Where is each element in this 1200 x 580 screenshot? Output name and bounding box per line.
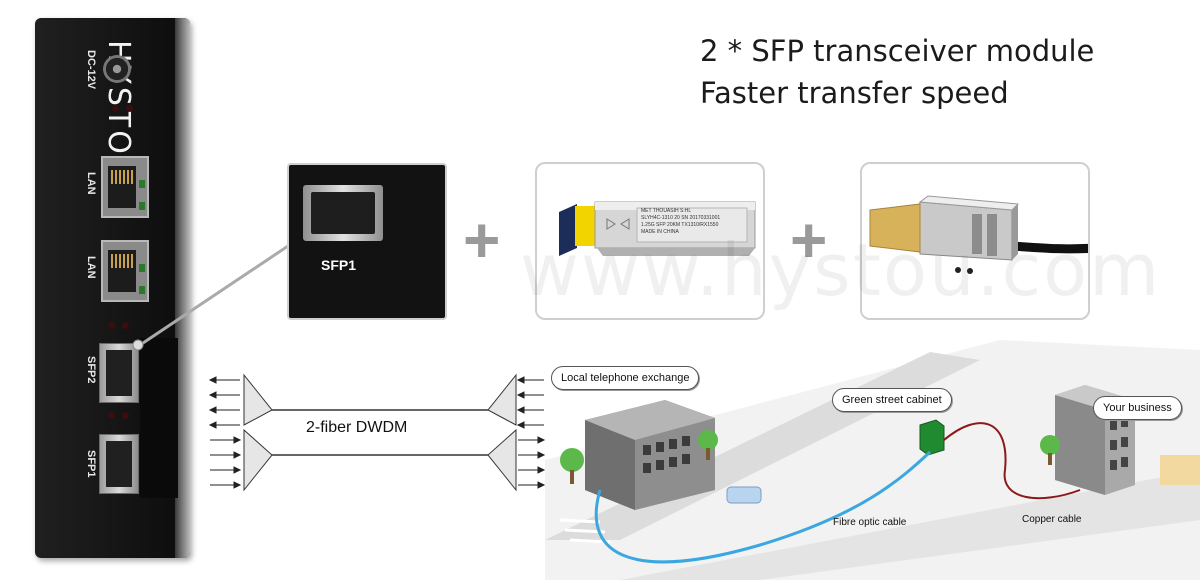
transceiver-label-line: SLYH4C-1310 20 SN 20170331001 [641,215,721,221]
fibre-cable-label: Fibre optic cable [833,517,907,528]
sfp2-port[interactable] [99,343,139,403]
dc-power-jack[interactable] [103,55,131,83]
device-side-edge [175,18,190,558]
sfp1-port[interactable] [99,434,139,494]
sfp-transceiver-card: MET THOUASIH S:HL SLYH4C-1310 20 SN 2017… [535,162,765,320]
transceiver-label: MET THOUASIH S:HL SLYH4C-1310 20 SN 2017… [641,208,751,236]
sfp-transceiver-image [559,201,756,256]
bubble-exchange: Local telephone exchange [551,366,700,390]
dac-cable-image [869,195,1088,274]
plus-sign-2: + [790,204,828,276]
watermark: www.hystou.com [520,228,1162,312]
zoom-port-label: SFP1 [321,257,357,273]
device-side-panel [140,338,178,498]
sfp-led [108,322,115,329]
plus-sign-1: + [463,204,501,276]
dac-cable-card [860,162,1090,320]
transceiver-label-line: 1.25G SFP 20KM TX1310/RX1550 [641,222,719,228]
sfp1-zoom-view: SFP1 [287,163,447,320]
transceiver-label-line: MET THOUASIH S:HL [641,208,692,214]
sfp-led [122,322,129,329]
bubble-business: Your business [1093,396,1182,420]
headline-line-2: Faster transfer speed [700,76,1009,110]
sfp-led [108,412,115,419]
bubble-cabinet: Green street cabinet [832,388,952,412]
headline-line-1: 2 * SFP transceiver module [700,34,1095,68]
headline: 2 * SFP transceiver module Faster transf… [700,30,1094,114]
transceiver-label-line: MADE IN CHINA [641,229,679,235]
copper-cable-label: Copper cable [1022,514,1082,525]
sfp-cage-closeup [303,185,383,241]
status-led [126,105,133,112]
status-led [112,105,119,112]
lan-port-1[interactable] [101,156,149,218]
dwdm-label: 2-fiber DWDM [306,419,408,436]
sfp-led [122,412,129,419]
lan-port-2[interactable] [101,240,149,302]
